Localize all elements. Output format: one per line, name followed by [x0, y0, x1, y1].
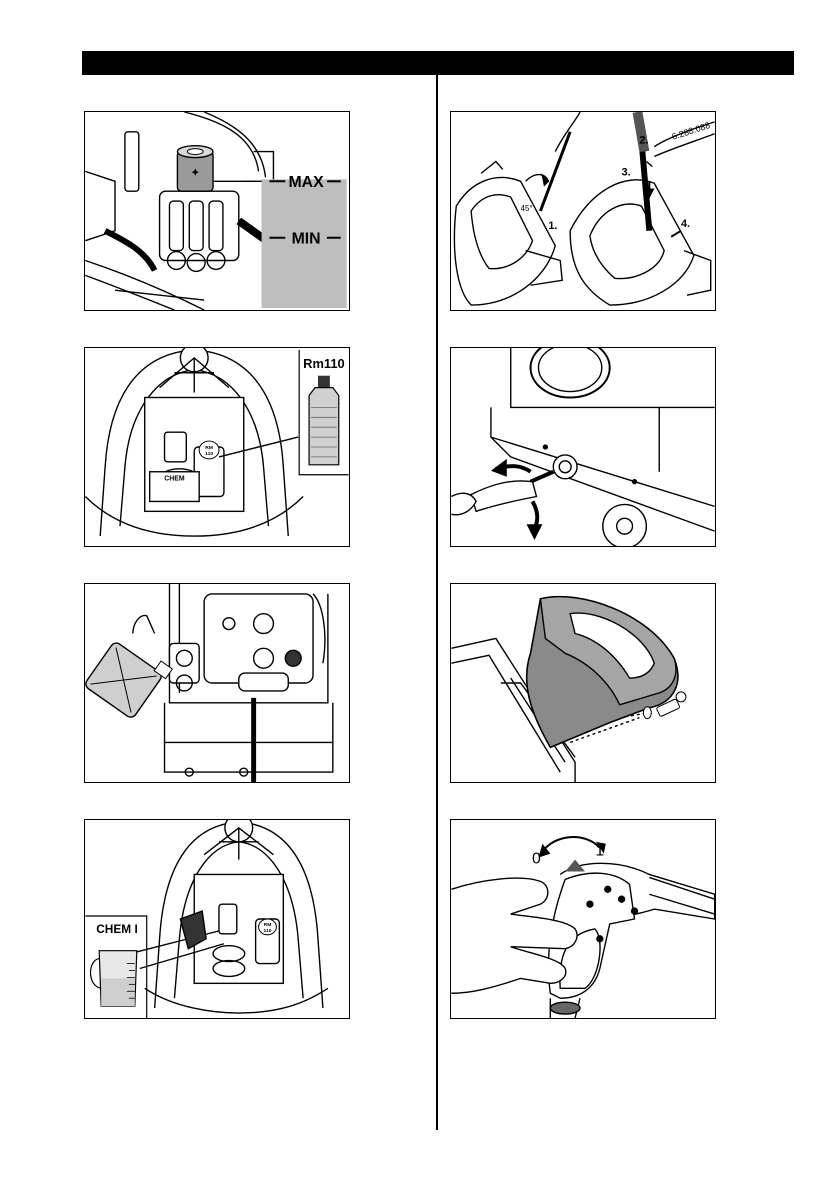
cap-label-line1: RM	[205, 445, 213, 451]
position-off-label: 0	[532, 851, 541, 868]
max-label: MAX	[289, 174, 325, 191]
figure-trigger-gun: 0 1	[450, 819, 716, 1019]
tank-label: CHEM	[164, 476, 185, 483]
step-1-label: 1.	[548, 220, 557, 232]
part-number-label: 6.288.088	[671, 120, 712, 142]
cap-label-line1: RM	[264, 922, 272, 928]
trigger-gun-illustration: 0 1	[451, 820, 715, 1018]
figure-hose-connection	[450, 347, 716, 547]
figure-nozzle-assembly: 45° 1. 2. 3. 4. 6.288.088	[450, 111, 716, 311]
cap-label-line2: 110	[264, 928, 272, 934]
position-on-label: 1	[595, 843, 604, 860]
hose-connection-illustration	[451, 348, 715, 546]
step-3-label: 3.	[622, 166, 631, 178]
step-2-label: 2.	[639, 135, 648, 147]
min-label: MIN	[292, 231, 321, 248]
angle-label: 45°	[521, 204, 533, 213]
handle-mounting-illustration	[451, 584, 715, 782]
column-divider	[436, 75, 438, 1130]
chem-refill-illustration: RM 110 CHEM I	[85, 820, 349, 1018]
cap-label-line2: 110	[205, 451, 213, 457]
bottle-label: Rm110	[303, 356, 344, 371]
figure-fuel-refill	[84, 583, 350, 783]
jug-label: CHEM I	[96, 922, 138, 936]
svg-text:✦: ✦	[190, 165, 200, 179]
figure-chem-refill: RM 110 CHEM I	[84, 819, 350, 1019]
oil-level-illustration: ✦ MAX MIN	[85, 112, 349, 310]
step-4-label: 4.	[681, 218, 690, 230]
section-header-bar	[82, 51, 794, 75]
figure-rm110-refill: CHEM RM 110 Rm110	[84, 347, 350, 547]
fuel-refill-illustration	[85, 584, 349, 782]
figure-oil-level: ✦ MAX MIN	[84, 111, 350, 311]
rm110-refill-illustration: CHEM RM 110 Rm110	[85, 348, 349, 546]
figure-handle-mounting	[450, 583, 716, 783]
nozzle-assembly-illustration: 45° 1. 2. 3. 4. 6.288.088	[451, 112, 715, 310]
